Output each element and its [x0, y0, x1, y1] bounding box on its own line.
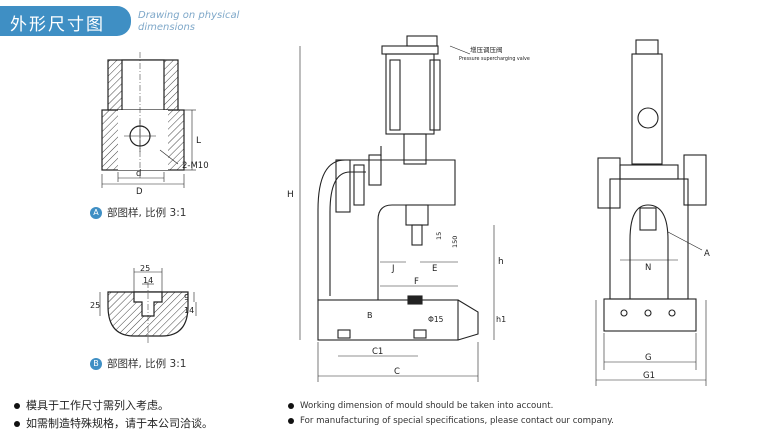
note-cn-1: 模具于工作尺寸需列入考虑。 [14, 397, 169, 413]
detail-a-label-thread: 2-M10 [182, 161, 209, 171]
bullet-icon [14, 403, 20, 409]
callout-valve-en: Pressure supercharging valve [459, 56, 530, 62]
detail-b-label-w14: 14 [143, 276, 153, 285]
front-label-h: h [498, 257, 504, 267]
detail-a-caption-text: 部图样, 比例 3:1 [107, 207, 187, 219]
detail-a-caption: A 部图样, 比例 3:1 [90, 205, 186, 220]
detail-b-badge: B [90, 358, 102, 370]
note-en-2: For manufacturing of special specificati… [288, 416, 614, 426]
subtitle-line-2: dimensions [138, 22, 196, 33]
note-en-2-text: For manufacturing of special specificati… [300, 416, 614, 426]
front-view-drawing [299, 35, 495, 382]
note-cn-2-text: 如需制造特殊规格，请于本公司洽谈。 [26, 417, 213, 430]
front-label-E: E [432, 264, 437, 274]
side-view-drawing [595, 39, 707, 386]
front-label-C: C [394, 367, 400, 377]
bullet-icon [288, 417, 294, 424]
section-title: 外形尺寸图 [10, 15, 105, 35]
front-label-B: B [367, 311, 373, 320]
front-label-J: J [391, 264, 395, 274]
detail-a-label-L: L [196, 136, 201, 146]
detail-b-drawing [99, 268, 197, 344]
detail-b-label-h9: 9 [184, 293, 189, 302]
side-label-A: A [704, 249, 710, 259]
note-en-1-text: Working dimension of mould should be tak… [300, 401, 554, 411]
detail-b-label-h25: 25 [90, 301, 100, 310]
bullet-icon [14, 421, 20, 427]
detail-b-caption: B 部图样, 比例 3:1 [90, 356, 186, 371]
front-label-150: 150 [451, 236, 459, 248]
detail-a-drawing [101, 52, 196, 188]
front-label-H: H [287, 190, 294, 200]
detail-a-label-D: D [136, 187, 143, 197]
note-en-1: Working dimension of mould should be tak… [288, 401, 553, 411]
detail-b-label-h14: 14 [184, 306, 194, 315]
side-label-G1: G1 [643, 371, 655, 381]
front-label-F: F [414, 277, 419, 287]
detail-b-caption-text: 部图样, 比例 3:1 [107, 358, 187, 370]
front-label-phi: Φ15 [428, 315, 444, 324]
subtitle-line-1: Drawing on physical [138, 10, 240, 21]
detail-b-label-w25: 25 [140, 264, 150, 273]
detail-a-badge: A [90, 207, 102, 219]
note-cn-2: 如需制造特殊规格，请于本公司洽谈。 [14, 415, 213, 431]
front-label-h1: h1 [496, 315, 506, 324]
front-label-C1: C1 [372, 347, 383, 357]
note-cn-1-text: 模具于工作尺寸需列入考虑。 [26, 399, 169, 412]
section-subtitle: Drawing on physical dimensions [138, 10, 239, 34]
callout-valve-cn: 增压调压阀 [470, 45, 503, 54]
detail-a-label-d: d [136, 169, 141, 179]
front-label-15: 15 [435, 232, 443, 240]
side-label-G: G [645, 353, 652, 363]
section-header: 外形尺寸图 [0, 6, 131, 36]
bullet-icon [288, 402, 294, 409]
side-label-N: N [645, 263, 651, 273]
